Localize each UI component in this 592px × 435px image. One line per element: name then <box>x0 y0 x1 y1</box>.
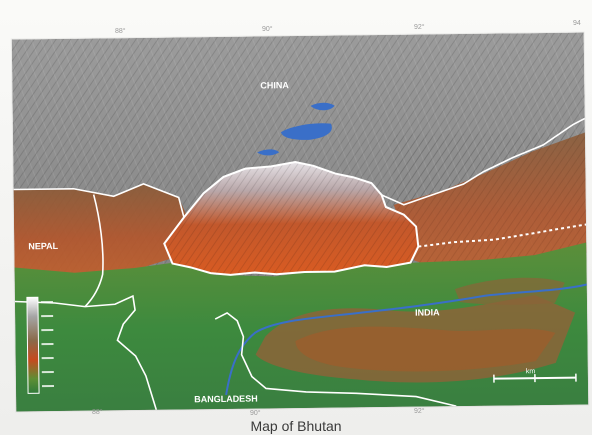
scale-bar-unit: km <box>526 368 536 375</box>
country-label-india: INDIA <box>415 307 440 317</box>
longitude-tick-92-top: 92° <box>414 24 425 31</box>
brahmaputra-river <box>225 283 588 396</box>
longitude-tick-92-bottom: 92° <box>414 408 425 415</box>
longitude-tick-90-top: 90° <box>262 26 273 33</box>
nepal-foothills <box>13 183 195 275</box>
longitude-tick-94-top: 94 <box>573 20 581 27</box>
scale-bar: km <box>493 368 577 383</box>
country-borders <box>13 117 586 411</box>
elevation-legend <box>26 296 54 394</box>
disputed-border <box>418 223 587 248</box>
longitude-tick-88-top: 88° <box>115 28 126 35</box>
country-label-china: CHINA <box>260 80 289 90</box>
country-label-bangladesh: BANGLADESH <box>194 394 258 405</box>
lakes <box>257 102 335 156</box>
relief-map: CHINA NEPAL INDIA BANGLADESH km <box>11 32 589 412</box>
map-caption: Map of Bhutan <box>250 418 342 434</box>
longitude-tick-90-bottom: 90° <box>250 410 261 417</box>
longitude-tick-88-bottom: 88° <box>92 409 103 416</box>
country-label-nepal: NEPAL <box>28 241 58 251</box>
